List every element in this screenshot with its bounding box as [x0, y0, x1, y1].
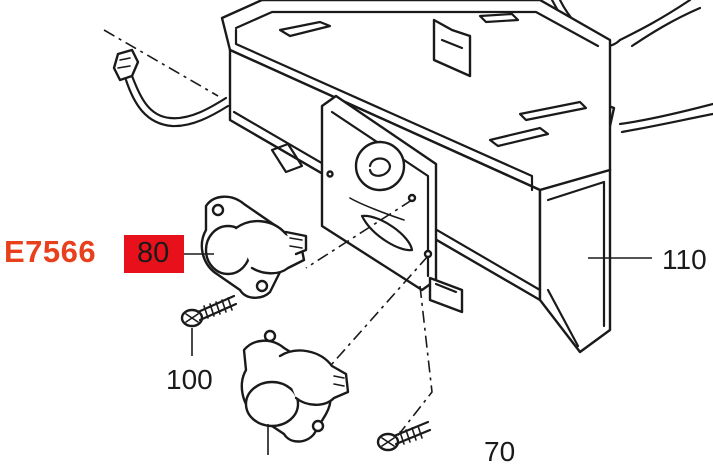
- exploded-parts-diagram: [103, 0, 713, 455]
- callout-70-label: 70: [484, 436, 516, 467]
- callout-100-label: 100: [166, 364, 213, 395]
- callout-80-label[interactable]: 80: [137, 237, 170, 269]
- thermostat-part-80: [200, 195, 308, 299]
- connector-left: [103, 29, 230, 128]
- centerline-80: [305, 199, 413, 269]
- part-code-label: E7566: [4, 234, 97, 269]
- highlight-callout-box[interactable]: [124, 235, 184, 273]
- thermostat-lower: [240, 329, 350, 443]
- callout-110-label: 110: [662, 244, 707, 275]
- centerline-70: [395, 285, 433, 439]
- housing-bracket: [220, 0, 612, 354]
- screw-part-70: [376, 420, 432, 452]
- screw-part-100: [180, 294, 238, 328]
